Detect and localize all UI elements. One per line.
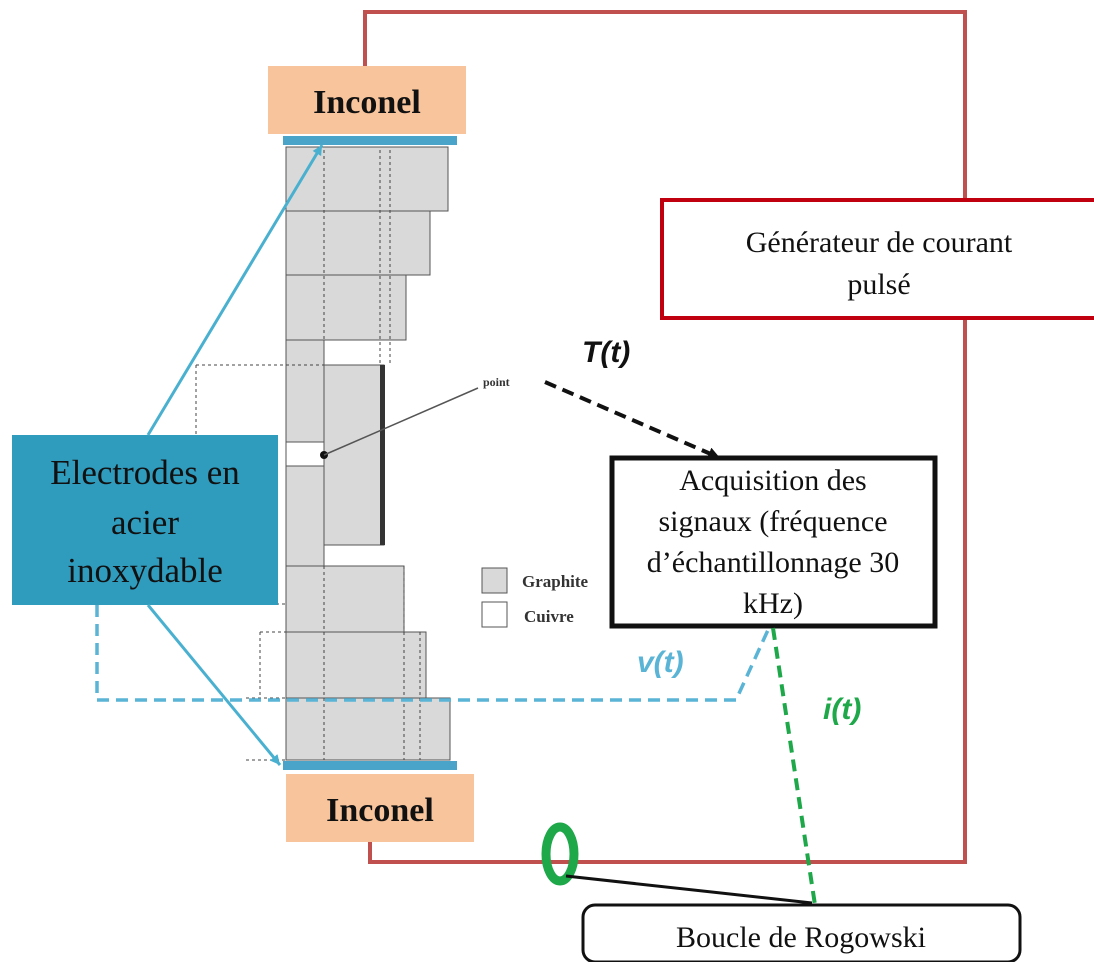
temperature-signal-line [544,380,721,460]
current-signal-label: i(t) [823,693,861,726]
electrodes-box [12,435,278,605]
acquisition-label-line2: signaux (fréquence [658,505,887,538]
electrode-plate-top [283,136,457,145]
legend-copper-label: Cuivre [524,607,574,626]
sample-stack [285,146,451,761]
inconel-bottom-label: Inconel [326,792,434,829]
legend-graphite-label: Graphite [522,572,589,591]
electrode-plate-bottom [283,761,457,770]
electrode-arrow-top [146,144,324,436]
generator-label-line1: Générateur de courant [746,226,1013,259]
inconel-top-block [268,66,466,134]
legend-copper-swatch [481,601,508,628]
rogowski-box [581,903,1022,962]
circuit-wire [363,10,967,864]
current-signal-line [771,627,817,906]
electrodes-label-line2: acier [111,503,179,542]
electrode-arrow-bottom [146,604,282,766]
electrodes-label-line3: inoxydable [67,551,223,590]
acquisition-label-line3: d’échantillonnage 30 [647,546,899,579]
point-label: point [483,375,510,389]
rogowski-coil [541,822,579,886]
voltage-signal-label: v(t) [637,646,684,679]
generator-label-line2: pulsé [847,268,910,301]
acquisition-label-line4: kHz) [743,587,803,620]
acquisition-label-line1: Acquisition des [679,464,867,497]
inconel-top-label: Inconel [313,84,421,121]
acquisition-box [609,455,938,629]
voltage-signal-line [95,605,770,702]
rogowski-label: Boucle de Rogowski [676,921,926,954]
inconel-bottom-block [286,774,474,842]
generator-box [660,198,1094,320]
point-leader [323,387,479,456]
rogowski-lead [565,874,813,905]
temperature-signal-label: T(t) [582,336,630,369]
legend-graphite-swatch [481,567,508,594]
electrodes-label-line1: Electrodes en [50,453,240,492]
